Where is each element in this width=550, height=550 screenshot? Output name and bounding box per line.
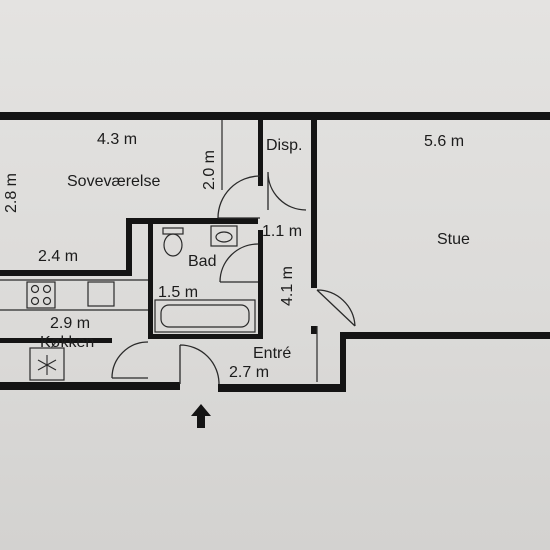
door-bedroom xyxy=(217,175,261,219)
dim-hall-length: 4.1 m xyxy=(279,266,296,306)
walls xyxy=(0,112,550,392)
door-entry xyxy=(179,344,220,385)
fridge xyxy=(29,347,65,381)
thin-lines xyxy=(0,120,318,382)
room-label-bedroom: Soveværelse xyxy=(67,173,160,190)
dim-bath-width: 1.5 m xyxy=(158,284,198,301)
dim-closet-depth: 2.0 m xyxy=(201,150,218,190)
wall-top xyxy=(0,112,550,120)
sink xyxy=(210,225,238,247)
wall-bath-right xyxy=(258,230,263,338)
wall-disp-left xyxy=(258,120,263,186)
burner-4 xyxy=(42,296,52,306)
wall-bottom-left xyxy=(0,382,180,390)
dim-kitchen-top-width: 2.4 m xyxy=(38,248,78,265)
bathtub-inner xyxy=(160,304,250,328)
dim-entry-width: 2.7 m xyxy=(229,364,269,381)
dim-living-width: 5.6 m xyxy=(424,133,464,150)
dim-bedroom-depth: 2.8 m xyxy=(3,173,20,213)
wall-bottom-mid xyxy=(218,384,344,392)
doors xyxy=(111,171,356,385)
burner-2 xyxy=(42,284,52,294)
wall-stue-left-lower xyxy=(311,326,317,334)
dim-kitchen-width: 2.9 m xyxy=(50,315,90,332)
door-storage xyxy=(267,171,307,211)
wall-bath-top xyxy=(126,218,258,224)
room-label-living: Stue xyxy=(437,231,470,248)
dimension-labels: 4.3 m 5.6 m 2.4 m 1.1 m 1.5 m 2.9 m 2.7 … xyxy=(3,131,464,381)
toilet-tank xyxy=(162,227,184,235)
burner-1 xyxy=(30,284,40,294)
wall-bath-inner xyxy=(148,218,153,338)
burner-3 xyxy=(30,296,40,306)
room-label-kitchen: Køkken xyxy=(40,334,94,351)
door-stue xyxy=(316,289,356,327)
toilet-bowl xyxy=(163,233,183,257)
wall-kitchen-top xyxy=(0,270,128,276)
room-labels: Soveværelse Disp. Stue Bad Køkken Entré xyxy=(40,137,470,362)
dim-bath-door-width: 1.1 m xyxy=(262,223,302,240)
entry-arrow-icon xyxy=(191,404,211,428)
wall-bath-left xyxy=(126,218,132,276)
wall-kitchen-lower xyxy=(0,338,112,343)
room-label-storage: Disp. xyxy=(266,137,302,154)
door-kitchen xyxy=(111,341,149,379)
wall-stue-left-upper xyxy=(311,120,317,288)
room-label-entry: Entré xyxy=(253,345,291,362)
room-label-bath: Bad xyxy=(188,253,216,270)
door-bath xyxy=(219,243,259,283)
snowflake-icon xyxy=(37,355,57,375)
bathtub xyxy=(154,299,256,333)
sink-basin xyxy=(215,231,233,243)
fixtures xyxy=(26,225,256,381)
kitchen-sink xyxy=(87,281,115,307)
wall-right-bottom xyxy=(340,332,550,339)
wall-bath-bottom xyxy=(148,334,263,339)
wall-right-step xyxy=(340,336,346,392)
dim-bedroom-width: 4.3 m xyxy=(97,131,137,148)
stove xyxy=(26,281,56,309)
